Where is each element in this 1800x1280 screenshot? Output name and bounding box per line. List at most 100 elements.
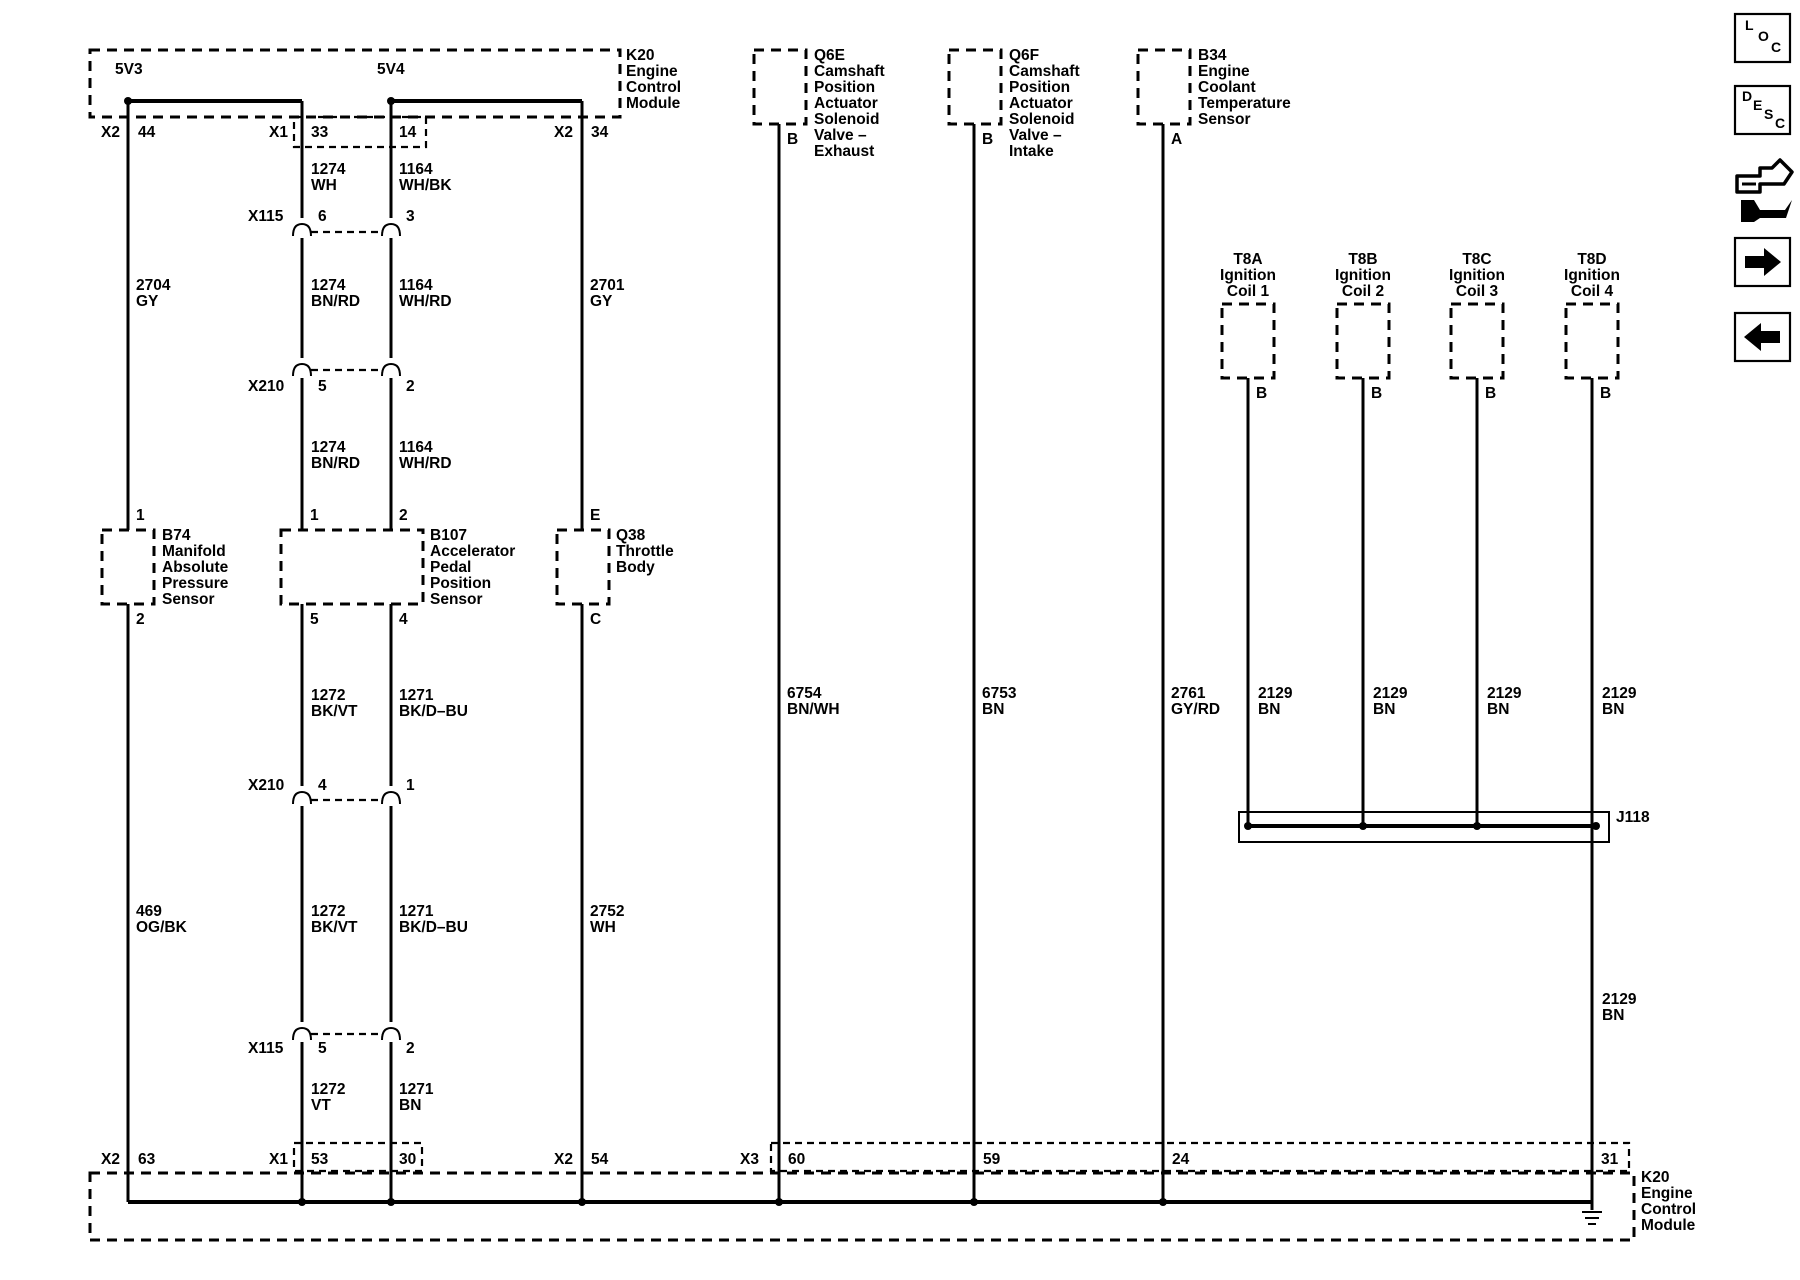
coil4-line1: Ignition: [1564, 267, 1620, 284]
wire-1164-whrd-b-color: WH/RD: [399, 455, 452, 472]
b34-pin: A: [1171, 131, 1182, 148]
q6f-line2: Position: [1009, 79, 1070, 96]
ignition-coil-3: T8C Ignition Coil 3 B: [1449, 251, 1505, 402]
q6e-line3: Actuator: [814, 95, 878, 112]
wire-2701-color: GY: [590, 293, 613, 310]
wire-2129-coil3-color: BN: [1487, 701, 1509, 718]
wire-1271-bkdbu-b-circuit: 1271: [399, 903, 434, 920]
wire-labels: 1274 WH 1164 WH/BK 2704 GY 1274 BN/RD 11…: [136, 161, 1637, 1114]
x210-top-label: X210: [248, 378, 284, 395]
connector-tool-icon: [1735, 158, 1794, 222]
desc-letter-d: D: [1742, 88, 1752, 104]
b34-code: B34: [1198, 47, 1227, 64]
k20-bottom-line1: Engine: [1641, 1185, 1693, 1202]
coil1-pin: B: [1256, 385, 1267, 402]
b74-line1: Manifold: [162, 543, 226, 560]
q6e-pin: B: [787, 131, 798, 148]
wire-1164-whrd-a-circuit: 1164: [399, 277, 433, 294]
inline-connector-x210-bottom: X210 4 1: [248, 777, 415, 805]
arrow-right-icon: [1745, 248, 1781, 276]
desc-letter-c: C: [1775, 115, 1785, 131]
next-page-button[interactable]: [1733, 236, 1792, 288]
supply-5v4-label: 5V4: [377, 61, 405, 78]
wire-1271-bkdbu-a-color: BK/D–BU: [399, 703, 468, 720]
bottom-pin-53: 53: [311, 1151, 329, 1168]
coil2-code: T8B: [1348, 251, 1377, 268]
q6f-line5: Valve –: [1009, 127, 1062, 144]
wire-1274-wh-circuit: 1274: [311, 161, 346, 178]
coil2-line1: Ignition: [1335, 267, 1391, 284]
j118-splice: J118: [1238, 809, 1650, 843]
b107-line3: Position: [430, 575, 491, 592]
wire-1272-vt-color: VT: [311, 1097, 331, 1114]
k20-top-line2: Control: [626, 79, 681, 96]
top-pin-44: 44: [138, 124, 156, 141]
b107-line1: Accelerator: [430, 543, 515, 560]
bottom-x2-right: X2: [554, 1151, 573, 1168]
wire-1164-whbk-circuit: 1164: [399, 161, 433, 178]
connector-tool-button[interactable]: [1735, 158, 1794, 222]
k20-top-code: K20: [626, 47, 654, 64]
b107-line2: Pedal: [430, 559, 471, 576]
wire-2129-coil2-circuit: 2129: [1373, 685, 1408, 702]
previous-page-button[interactable]: [1733, 311, 1792, 363]
k20-bottom-code: K20: [1641, 1169, 1669, 1186]
coil4-line2: Coil 4: [1571, 283, 1614, 300]
b34-line4: Sensor: [1198, 111, 1251, 128]
b107-pin-2: 2: [399, 507, 408, 524]
q6e-code: Q6E: [814, 47, 845, 64]
coil3-code: T8C: [1462, 251, 1491, 268]
wire-2701-circuit: 2701: [590, 277, 625, 294]
top-x2-left: X2: [101, 124, 120, 141]
x115-top-label: X115: [248, 208, 284, 225]
coil2-line2: Coil 2: [1342, 283, 1384, 300]
wire-6753-circuit: 6753: [982, 685, 1017, 702]
wire-1272-bkvt-b-circuit: 1272: [311, 903, 345, 920]
wire-6754-circuit: 6754: [787, 685, 822, 702]
wire-469-circuit: 469: [136, 903, 162, 920]
ignition-coil-1: T8A Ignition Coil 1 B: [1220, 251, 1276, 402]
b107-pin-1: 1: [310, 507, 319, 524]
wire-1274-bnrd-a-circuit: 1274: [311, 277, 346, 294]
ground-symbol: [1582, 1211, 1602, 1225]
x115-bottom-pin-right: 2: [406, 1040, 415, 1057]
wire-2761-circuit: 2761: [1171, 685, 1206, 702]
loc-letter-o: O: [1758, 28, 1769, 44]
wire-2704-circuit: 2704: [136, 277, 171, 294]
bottom-x2-left: X2: [101, 1151, 120, 1168]
k20-top-line3: Module: [626, 95, 681, 112]
wire-2129-ground-color: BN: [1602, 1007, 1624, 1024]
desc-button[interactable]: D E S C: [1733, 84, 1792, 136]
wire-1274-bnrd-b-color: BN/RD: [311, 455, 360, 472]
wire-6754-color: BN/WH: [787, 701, 840, 718]
bottom-pin-30: 30: [399, 1151, 416, 1168]
k20-bottom-line3: Module: [1641, 1217, 1696, 1234]
wire-2129-coil4-circuit: 2129: [1602, 685, 1637, 702]
wire-1271-bkdbu-b-color: BK/D–BU: [399, 919, 468, 936]
bottom-pin-59: 59: [983, 1151, 1001, 1168]
bottom-pin-63: 63: [138, 1151, 156, 1168]
k20-top-module: K20 Engine Control Module 5V3 5V4 X2 44 …: [88, 47, 681, 149]
q6f-pin: B: [982, 131, 993, 148]
loc-button[interactable]: L O C: [1733, 12, 1792, 64]
bottom-x3: X3: [740, 1151, 759, 1168]
wire-2129-coil1-circuit: 2129: [1258, 685, 1293, 702]
wire-2129-coil4-color: BN: [1602, 701, 1624, 718]
x210-top-pin-right: 2: [406, 378, 415, 395]
wire-2129-coil2-color: BN: [1373, 701, 1395, 718]
coil3-line2: Coil 3: [1456, 283, 1499, 300]
top-x1: X1: [269, 124, 288, 141]
x115-bottom-pin-left: 5: [318, 1040, 327, 1057]
bottom-pin-60: 60: [788, 1151, 805, 1168]
coil3-line1: Ignition: [1449, 267, 1505, 284]
bottom-x1: X1: [269, 1151, 288, 1168]
wire-1164-whbk-color: WH/BK: [399, 177, 452, 194]
ignition-coil-4: T8D Ignition Coil 4 B: [1564, 251, 1620, 402]
bottom-pin-24: 24: [1172, 1151, 1190, 1168]
b34-line3: Temperature: [1198, 95, 1291, 112]
wire-1164-whrd-b-circuit: 1164: [399, 439, 433, 456]
bottom-pin-31: 31: [1601, 1151, 1619, 1168]
wire-2129-coil3-circuit: 2129: [1487, 685, 1522, 702]
b34-line2: Coolant: [1198, 79, 1256, 96]
bottom-pin-54: 54: [591, 1151, 609, 1168]
